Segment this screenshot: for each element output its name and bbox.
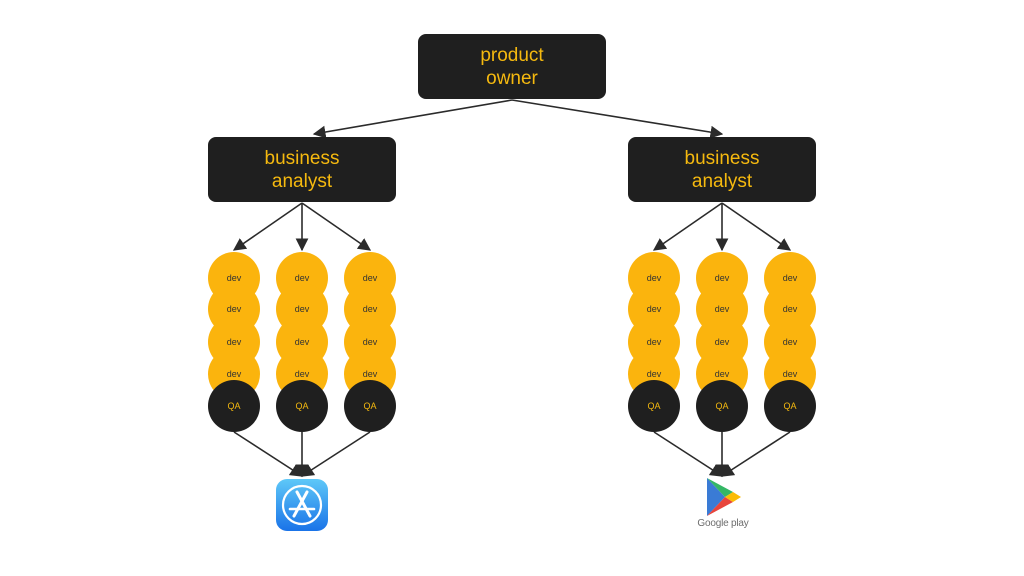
- qa-circle-right-3-label: QA: [783, 401, 796, 411]
- connector-arrows: [232, 99, 792, 478]
- qa-circle-right-2-label: QA: [715, 401, 728, 411]
- dev-circle-right-1-4-label: dev: [647, 369, 662, 379]
- qa-circle-left-3-label: QA: [363, 401, 376, 411]
- dev-circle-right-1-1-label: dev: [647, 273, 662, 283]
- dev-circle-left-2-4-label: dev: [295, 369, 310, 379]
- qa-circle-left-3: QA: [344, 380, 396, 432]
- dev-circle-right-1-3-label: dev: [647, 337, 662, 347]
- arrow-po-to-ba-left: [312, 99, 513, 139]
- product-owner-line2: owner: [486, 67, 538, 89]
- business-analyst-line1: business: [264, 147, 340, 169]
- dev-circle-left-2-3-label: dev: [295, 337, 310, 347]
- dev-circle-left-3-2-label: dev: [363, 304, 378, 314]
- dev-circle-right-3-4-label: dev: [783, 369, 798, 379]
- business-analyst-line2: analyst: [271, 170, 333, 192]
- arrow-qa-to-store-left-1: [233, 431, 304, 477]
- arrow-qa-to-store-right-1: [653, 431, 724, 477]
- arrow-qa-to-store-left-3: [300, 431, 371, 477]
- qa-circle-right-3: QA: [764, 380, 816, 432]
- product-owner-line1: product: [480, 44, 544, 66]
- dev-circle-right-2-2-label: dev: [715, 304, 730, 314]
- product-owner-box: product owner: [418, 34, 606, 99]
- qa-circle-left-1-label: QA: [227, 401, 240, 411]
- qa-circle-left-2-shape: [276, 380, 328, 432]
- qa-circle-right-1: QA: [628, 380, 680, 432]
- qa-circle-right-1-shape: [628, 380, 680, 432]
- qa-circle-left-2: QA: [276, 380, 328, 432]
- dev-circle-left-2-2-label: dev: [295, 304, 310, 314]
- dev-circle-left-3-1-label: dev: [363, 273, 378, 283]
- arrow-ba-to-team-left-3: [301, 202, 372, 251]
- dev-circle-right-3-1-label: dev: [783, 273, 798, 283]
- qa-circle-right-2-shape: [696, 380, 748, 432]
- business-analyst-line1: business: [684, 147, 760, 169]
- business-analyst-box-right: business analyst: [628, 137, 816, 202]
- dev-circle-right-1-2-label: dev: [647, 304, 662, 314]
- dev-circle-right-3-3-label: dev: [783, 337, 798, 347]
- qa-circle-left-1-shape: [208, 380, 260, 432]
- dev-circle-left-1-2-label: dev: [227, 304, 242, 314]
- dev-circle-right-2-3-label: dev: [715, 337, 730, 347]
- dev-circle-right-2-4-label: dev: [715, 369, 730, 379]
- dev-circle-left-3-4-label: dev: [363, 369, 378, 379]
- dev-circle-right-3-2-label: dev: [783, 304, 798, 314]
- dev-circle-left-1-4-label: dev: [227, 369, 242, 379]
- business-analyst-line2: analyst: [691, 170, 753, 192]
- qa-circle-left-1: QA: [208, 380, 260, 432]
- qa-circle-left-2-label: QA: [295, 401, 308, 411]
- dev-circle-right-2-1-label: dev: [715, 273, 730, 283]
- google-play-caption: Google play: [697, 518, 749, 529]
- dev-circle-left-1-3-label: dev: [227, 337, 242, 347]
- qa-circle-left-3-shape: [344, 380, 396, 432]
- arrow-ba-to-team-right-1: [652, 202, 723, 251]
- arrow-ba-to-team-right-3: [721, 202, 792, 251]
- dev-circle-left-2-1-label: dev: [295, 273, 310, 283]
- arrow-ba-to-team-left-1: [232, 202, 303, 251]
- google-play-icon: [707, 478, 741, 516]
- qa-circle-right-3-shape: [764, 380, 816, 432]
- qa-circle-right-2: QA: [696, 380, 748, 432]
- dev-circle-left-3-3-label: dev: [363, 337, 378, 347]
- arrow-po-to-ba-right: [511, 99, 724, 139]
- app-store-icon: [276, 479, 328, 531]
- arrow-qa-to-store-right-3: [720, 431, 791, 477]
- dev-circle-left-1-1-label: dev: [227, 273, 242, 283]
- qa-circle-right-1-label: QA: [647, 401, 660, 411]
- business-analyst-box-left: business analyst: [208, 137, 396, 202]
